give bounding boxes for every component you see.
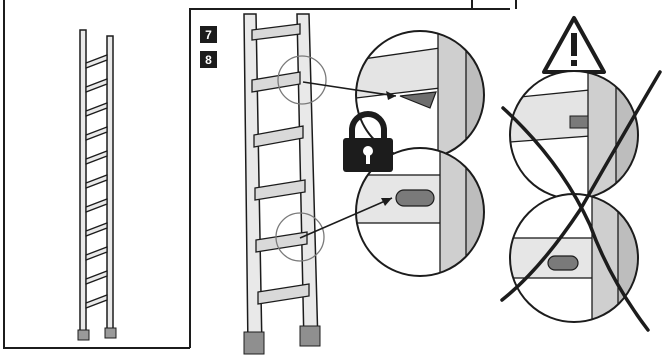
step-badge-1: 7 — [200, 26, 217, 43]
warning-triangle-icon — [544, 18, 604, 72]
step-badge-2: 8 — [200, 51, 217, 68]
right-panel — [190, 0, 516, 14]
incorrect-detail-magnifier-bottom — [510, 194, 638, 322]
ladder-detail-drawing — [244, 14, 326, 354]
left-panel — [4, 0, 190, 348]
ladder-extended-drawing — [78, 30, 116, 340]
